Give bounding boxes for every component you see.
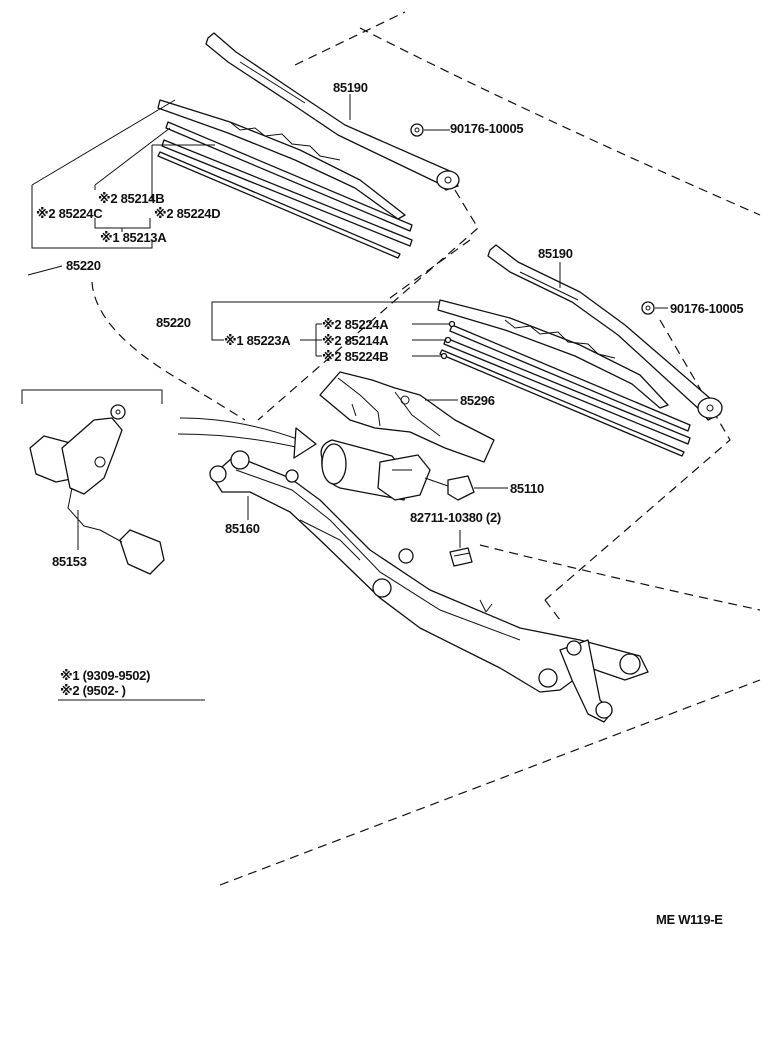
label-refill-right-a2: ※2 85214A: [322, 333, 389, 348]
legend-note-1: ※1 (9309-9502): [60, 668, 150, 683]
wiper-blade-right: [437, 299, 691, 457]
part-labels: 85190 90176-10005 ※2 85214B ※2 85224C ※2…: [36, 80, 744, 569]
direction-arrows: [177, 417, 317, 459]
diagram-code: ME W119-E: [656, 912, 723, 927]
grommet: [449, 547, 473, 567]
label-sensor: 85153: [52, 554, 87, 569]
label-blade-right: 85220: [156, 315, 191, 330]
label-nut-right: 90176-10005: [670, 301, 743, 316]
label-refill-right-a1: ※2 85224A: [322, 317, 389, 332]
label-cover: 85296: [460, 393, 495, 408]
wiper-blade-left: [157, 99, 413, 259]
leader-lines: [27, 94, 668, 701]
wiper-motor: [320, 439, 475, 501]
legend-note-2: ※2 (9502- ): [60, 683, 126, 698]
label-arm-right: 85190: [538, 246, 573, 261]
label-refill-right-b: ※2 85224B: [322, 349, 388, 364]
wiper-arm-left: [205, 32, 460, 191]
label-blade-left-sub: ※1 85213A: [100, 230, 167, 245]
label-arm-left: 85190: [333, 80, 368, 95]
label-blade-right-sub: ※1 85223A: [224, 333, 291, 348]
label-grommet: 82711-10380 (2): [410, 510, 501, 525]
legend: ※1 (9309-9502) ※2 (9502- ): [60, 668, 150, 698]
motor-cover: [319, 371, 495, 463]
rain-sensor: [21, 389, 165, 575]
label-blade-left: 85220: [66, 258, 101, 273]
nut-left: [410, 123, 424, 137]
nut-right: [641, 301, 655, 315]
wiper-arm-right: [487, 244, 723, 421]
label-motor: 85110: [510, 481, 544, 496]
label-refill-left-top: ※2 85214B: [98, 191, 164, 206]
label-refill-left-d: ※2 85224D: [154, 206, 220, 221]
wiper-linkage: [209, 450, 649, 723]
label-link: 85160: [225, 521, 260, 536]
label-refill-left-c: ※2 85224C: [36, 206, 103, 221]
label-nut-left: 90176-10005: [450, 121, 523, 136]
body-outline-dashes: [91, 11, 761, 886]
